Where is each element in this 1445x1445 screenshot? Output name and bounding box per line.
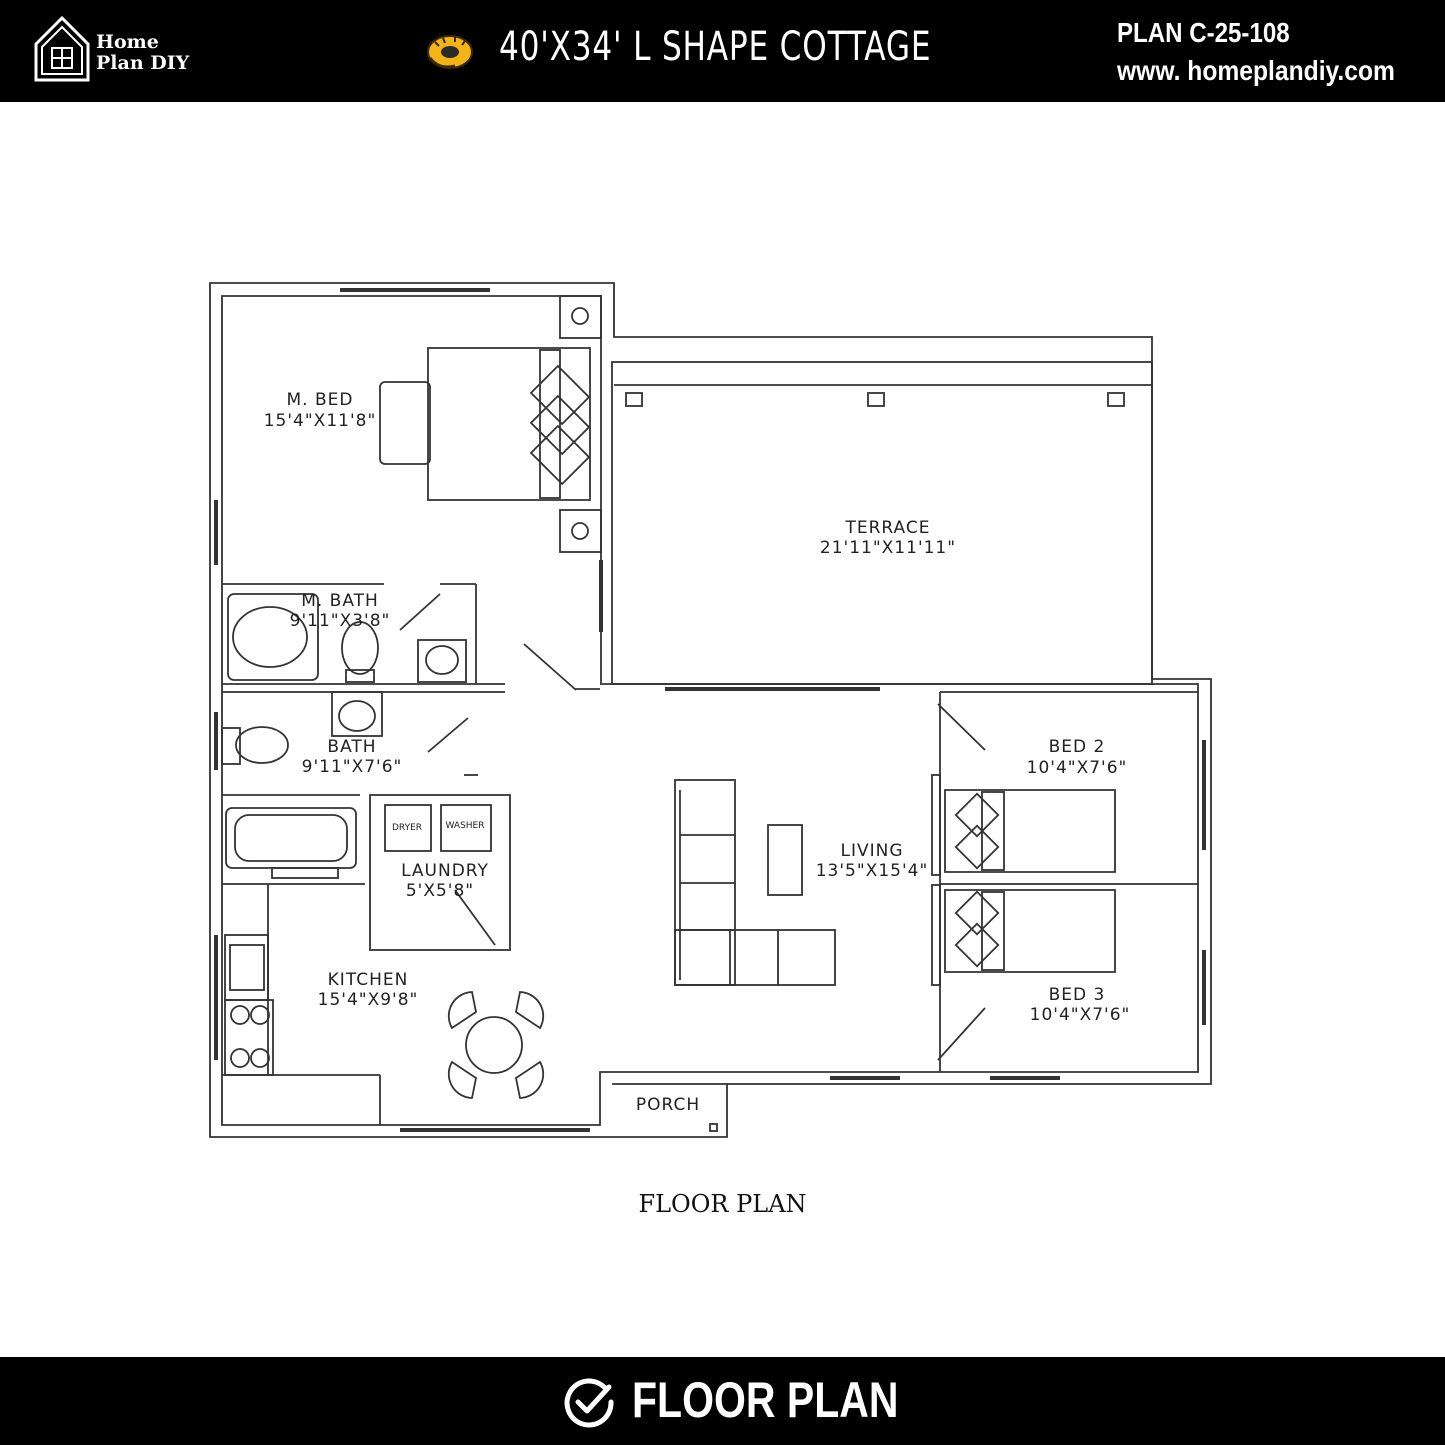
inner-wall [221, 295, 1199, 1126]
page-title: 40'X34' L SHAPE COTTAGE [499, 24, 932, 70]
size-living: 13'5"X15'4" [816, 861, 929, 881]
size-kitchen: 15'4"X9'8" [318, 990, 419, 1010]
outer-wall [209, 282, 1212, 1138]
size-laundry: 5'X5'8" [406, 881, 474, 901]
label-dryer: DRYER [392, 823, 422, 833]
label-bed3: BED 3 [1049, 985, 1106, 1005]
house-logo-icon [34, 15, 90, 82]
size-terrace: 21'11"X11'11" [820, 538, 956, 558]
footer-label: FLOOR PLAN [632, 1372, 899, 1428]
label-washer: WASHER [446, 821, 485, 831]
brand-name: Home Plan DIY [96, 32, 189, 74]
size-bed2: 10'4"X7'6" [1027, 758, 1128, 778]
label-terrace: TERRACE [844, 518, 930, 538]
label-porch: PORCH [636, 1095, 700, 1115]
label-bath: BATH [327, 737, 376, 757]
size-master-bath: 9'11"X3'8" [290, 611, 391, 631]
size-bath: 9'11"X7'6" [302, 757, 403, 777]
tape-measure-icon [427, 35, 473, 69]
plan-caption: FLOOR PLAN [638, 1190, 807, 1218]
brand-line1: Home [96, 31, 159, 53]
brand-line2: Plan DIY [96, 52, 190, 74]
brand-logo[interactable]: Home Plan DIY [32, 14, 222, 84]
label-kitchen: KITCHEN [328, 970, 409, 990]
label-bed2: BED 2 [1049, 737, 1106, 757]
label-master-bed: M. BED [287, 390, 354, 410]
size-master-bed: 15'4"X11'8" [264, 411, 377, 431]
terrace-outline [611, 361, 1153, 685]
plan-number: PLAN C-25-108 [1117, 17, 1290, 48]
size-bed3: 10'4"X7'6" [1030, 1005, 1131, 1025]
label-master-bath: M. BATH [301, 591, 379, 611]
header-bar: Home Plan DIY 40'X34' L SHAPE COTTAGE PL… [0, 0, 1445, 102]
check-circle-icon [564, 1378, 614, 1428]
label-laundry: LAUNDRY [401, 861, 489, 881]
footer-bar: FLOOR PLAN [0, 1357, 1445, 1445]
label-living: LIVING [840, 841, 903, 861]
website-link[interactable]: www. homeplandiy.com [1117, 55, 1395, 86]
